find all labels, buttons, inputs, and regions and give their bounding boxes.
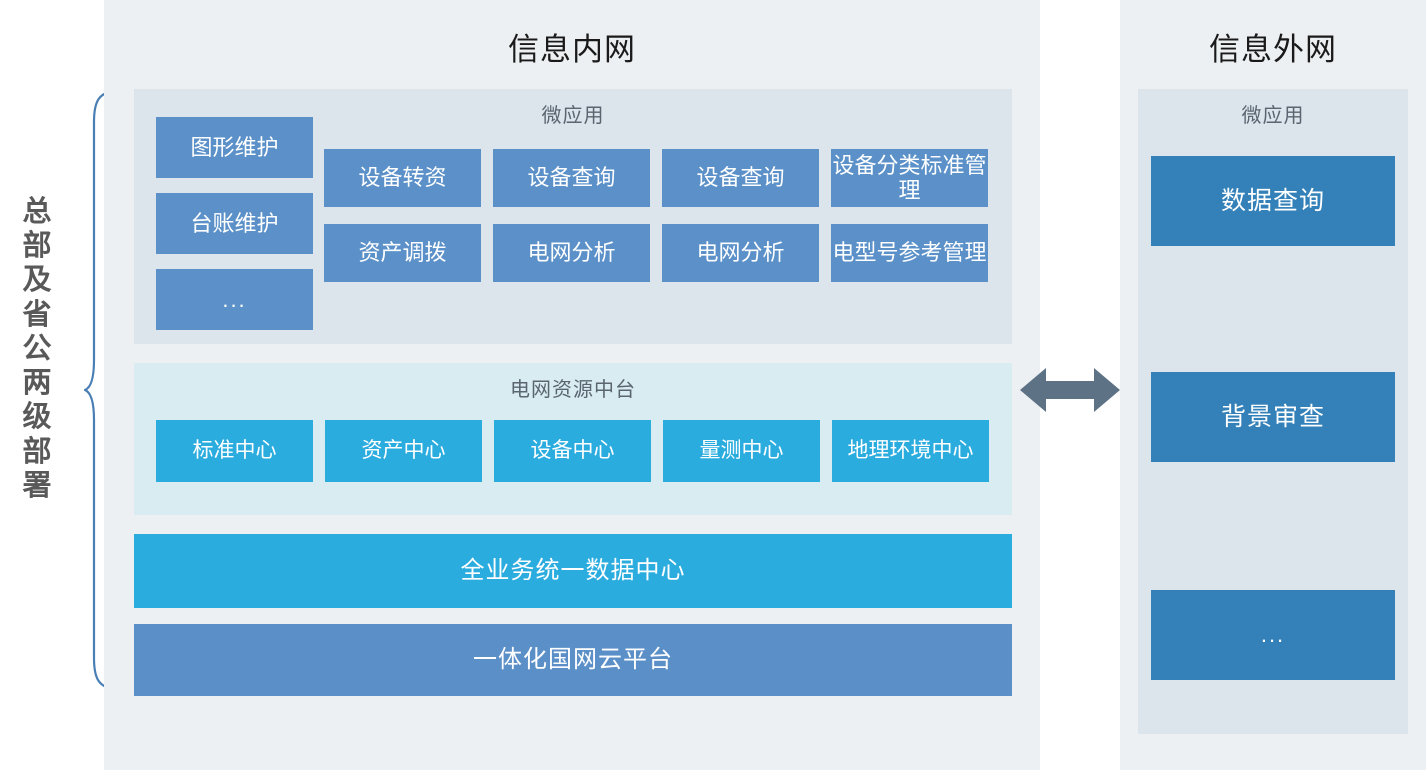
microapp-box-more-left[interactable]: ... bbox=[156, 269, 313, 330]
microapp-box-model-reference-management[interactable]: 电型号参考管理 bbox=[831, 224, 988, 282]
microapp-box-equipment-query-1[interactable]: 设备查询 bbox=[493, 149, 650, 207]
center-box-measurement[interactable]: 量测中心 bbox=[663, 420, 820, 482]
microapp-box-ledger-maintenance[interactable]: 台账维护 bbox=[156, 193, 313, 254]
inner-microapp-title: 微应用 bbox=[541, 105, 605, 127]
outer-microapp-title: 微应用 bbox=[1241, 105, 1305, 127]
center-box-equipment[interactable]: 设备中心 bbox=[494, 420, 651, 482]
microapp-box-equipment-transfer[interactable]: 设备转资 bbox=[324, 149, 481, 207]
foundation-bar-cloud-platform[interactable]: 一体化国网云平台 bbox=[134, 624, 1012, 696]
outer-microapp-box-data-query[interactable]: 数据查询 bbox=[1151, 156, 1395, 246]
microapp-box-grid-analysis-2[interactable]: 电网分析 bbox=[662, 224, 819, 282]
microapp-box-asset-allocation[interactable]: 资产调拨 bbox=[324, 224, 481, 282]
deployment-scope-label: 总部及省公两级部署 bbox=[22, 196, 54, 502]
microapp-box-equipment-query-2[interactable]: 设备查询 bbox=[662, 149, 819, 207]
foundation-bar-data-center[interactable]: 全业务统一数据中心 bbox=[134, 534, 1012, 608]
grid-resource-platform-title: 电网资源中台 bbox=[510, 379, 636, 401]
center-box-asset[interactable]: 资产中心 bbox=[325, 420, 482, 482]
curly-brace-icon bbox=[82, 88, 120, 692]
microapp-box-equipment-classification-standard[interactable]: 设备分类标准管理 bbox=[831, 149, 988, 207]
outer-microapp-box-background-check[interactable]: 背景审查 bbox=[1151, 372, 1395, 462]
outer-network-title: 信息外网 bbox=[1209, 32, 1337, 67]
inner-network-title: 信息内网 bbox=[508, 32, 636, 67]
microapp-box-graphic-maintenance[interactable]: 图形维护 bbox=[156, 117, 313, 178]
center-box-geographic-environment[interactable]: 地理环境中心 bbox=[832, 420, 989, 482]
double-arrow-icon bbox=[1020, 362, 1120, 418]
outer-microapp-box-more[interactable]: ... bbox=[1151, 590, 1395, 680]
microapp-box-grid-analysis-1[interactable]: 电网分析 bbox=[493, 224, 650, 282]
center-box-standard[interactable]: 标准中心 bbox=[156, 420, 313, 482]
